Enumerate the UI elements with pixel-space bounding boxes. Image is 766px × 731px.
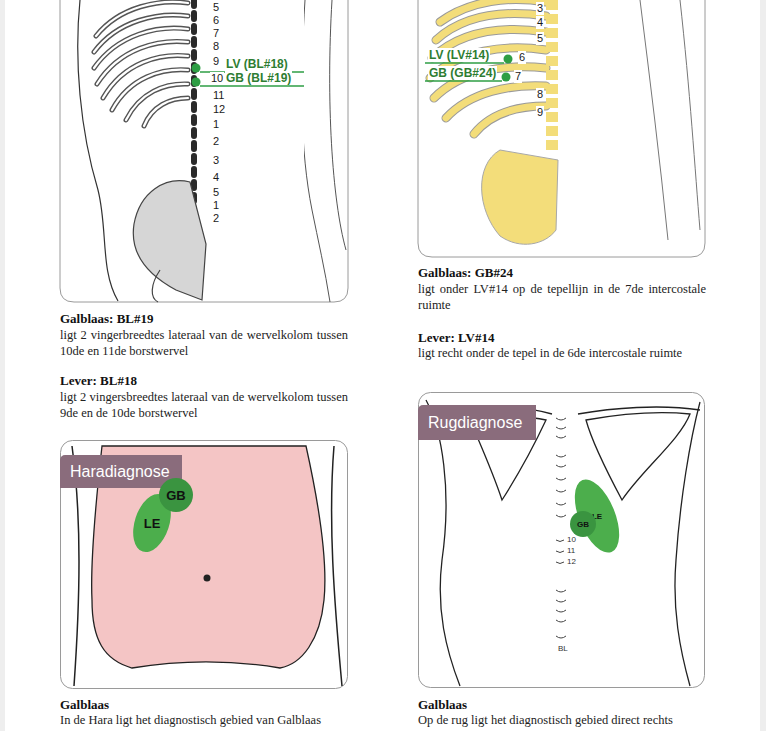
vertebra-number: 5 <box>212 186 220 199</box>
vertebra-number: 10 <box>210 72 224 85</box>
acupoint-label: GB (BL#19) <box>225 71 292 85</box>
vertebra-number: 5 <box>212 1 220 14</box>
panel-description: In de Hara ligt het diagnostisch gebied … <box>60 712 321 728</box>
spine-label: 11 <box>567 546 575 555</box>
spine-label: 10 <box>567 535 576 544</box>
vertebra-number: 4 <box>212 171 220 184</box>
vertebra-number: 9 <box>212 55 220 68</box>
point-heading: Galblaas: BL#19 <box>60 311 154 326</box>
spine-label: BL <box>558 644 568 653</box>
acupoint-label: LV (BL#18) <box>225 57 289 71</box>
rib-number: 5 <box>536 32 544 45</box>
vertebra-number: 12 <box>212 103 226 116</box>
zone-label: GB <box>577 520 589 529</box>
panel-title: Haradiagnose <box>70 462 170 482</box>
rib-number: 8 <box>536 88 544 101</box>
panel-tag: Rugdiagnose <box>418 405 536 440</box>
point-description: ligt 2 vingersbreedtes lateraal van de w… <box>60 389 348 421</box>
vertebra-number: 7 <box>212 27 220 40</box>
point-heading: Lever: BL#18 <box>60 373 137 388</box>
rib-number: 9 <box>536 106 544 119</box>
panel-description: Op de rug ligt het diagnostisch gebied d… <box>418 712 673 728</box>
zone-label: GB <box>166 488 186 503</box>
vertebra-number: 8 <box>212 40 220 53</box>
point-description: ligt onder LV#14 op de tepellijn in de 7… <box>418 281 706 313</box>
acupoint-label: GB (GB#24) <box>428 66 497 80</box>
zone-label: LE <box>144 516 161 531</box>
zone-fill <box>159 478 193 512</box>
diagnostic-zone: GB <box>159 478 193 512</box>
vertebra-number: 6 <box>212 14 220 27</box>
point-description: ligt 2 vingerbreedtes lateraal van de we… <box>60 327 348 359</box>
zone-fill <box>566 473 629 558</box>
spine-label: 12 <box>567 557 576 566</box>
panel-heading: Galblaas <box>418 697 467 712</box>
zone-fill <box>570 511 596 537</box>
vertebra-number: 2 <box>212 135 220 148</box>
rib-number: 7 <box>514 70 522 83</box>
point-heading: Galblaas: GB#24 <box>418 265 513 280</box>
zone-fill <box>126 489 177 557</box>
rib-number: 4 <box>536 16 544 29</box>
vertebra-number: 11 <box>212 89 225 102</box>
vertebra-number: 1 <box>212 118 220 131</box>
vertebra-number: 2 <box>212 212 220 225</box>
point-heading: Lever: LV#14 <box>418 330 494 345</box>
panel-heading: Galblaas <box>60 697 109 712</box>
acupoint-label: LV (LV#14) <box>428 48 490 62</box>
diagnostic-zone: GB <box>570 511 596 537</box>
panel-title: Rugdiagnose <box>428 413 522 433</box>
point-description: ligt recht onder de tepel in de 6de inte… <box>418 345 706 361</box>
vertebra-number: 1 <box>212 199 220 212</box>
rib-number: 3 <box>536 2 544 15</box>
rib-number: 6 <box>518 51 526 64</box>
vertebra-number: 3 <box>212 154 220 167</box>
panel-tag: Haradiagnose <box>60 455 182 488</box>
